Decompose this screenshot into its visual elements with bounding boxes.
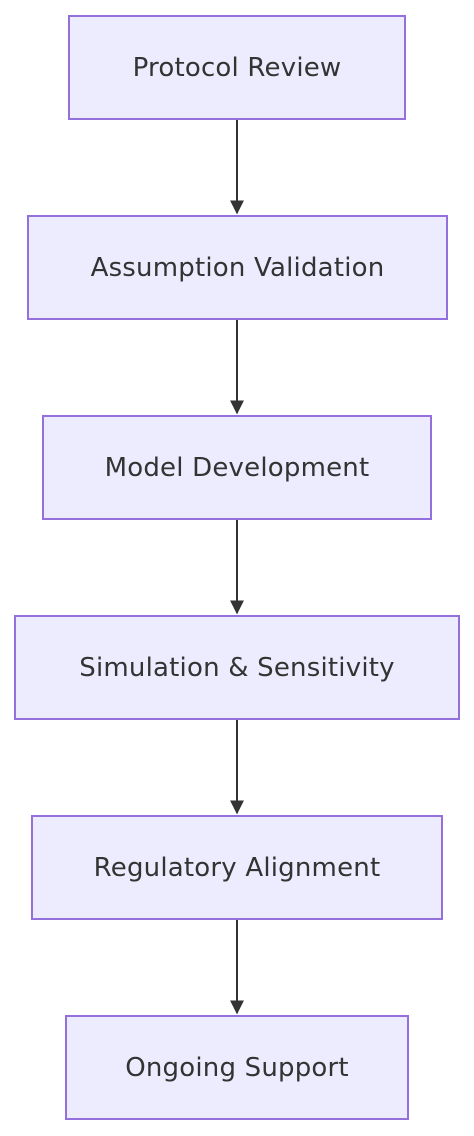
- node-label: Regulatory Alignment: [93, 852, 381, 883]
- node-regulatory-alignment: Regulatory Alignment: [31, 815, 443, 920]
- node-ongoing-support: Ongoing Support: [65, 1015, 409, 1120]
- node-protocol-review: Protocol Review: [68, 15, 406, 120]
- node-label: Ongoing Support: [125, 1052, 349, 1083]
- node-label: Protocol Review: [132, 52, 342, 83]
- node-simulation-sensitivity: Simulation & Sensitivity: [14, 615, 460, 720]
- node-label: Assumption Validation: [90, 252, 385, 283]
- node-label: Model Development: [104, 452, 370, 483]
- node-assumption-validation: Assumption Validation: [27, 215, 448, 320]
- node-label: Simulation & Sensitivity: [79, 652, 395, 683]
- node-model-development: Model Development: [42, 415, 432, 520]
